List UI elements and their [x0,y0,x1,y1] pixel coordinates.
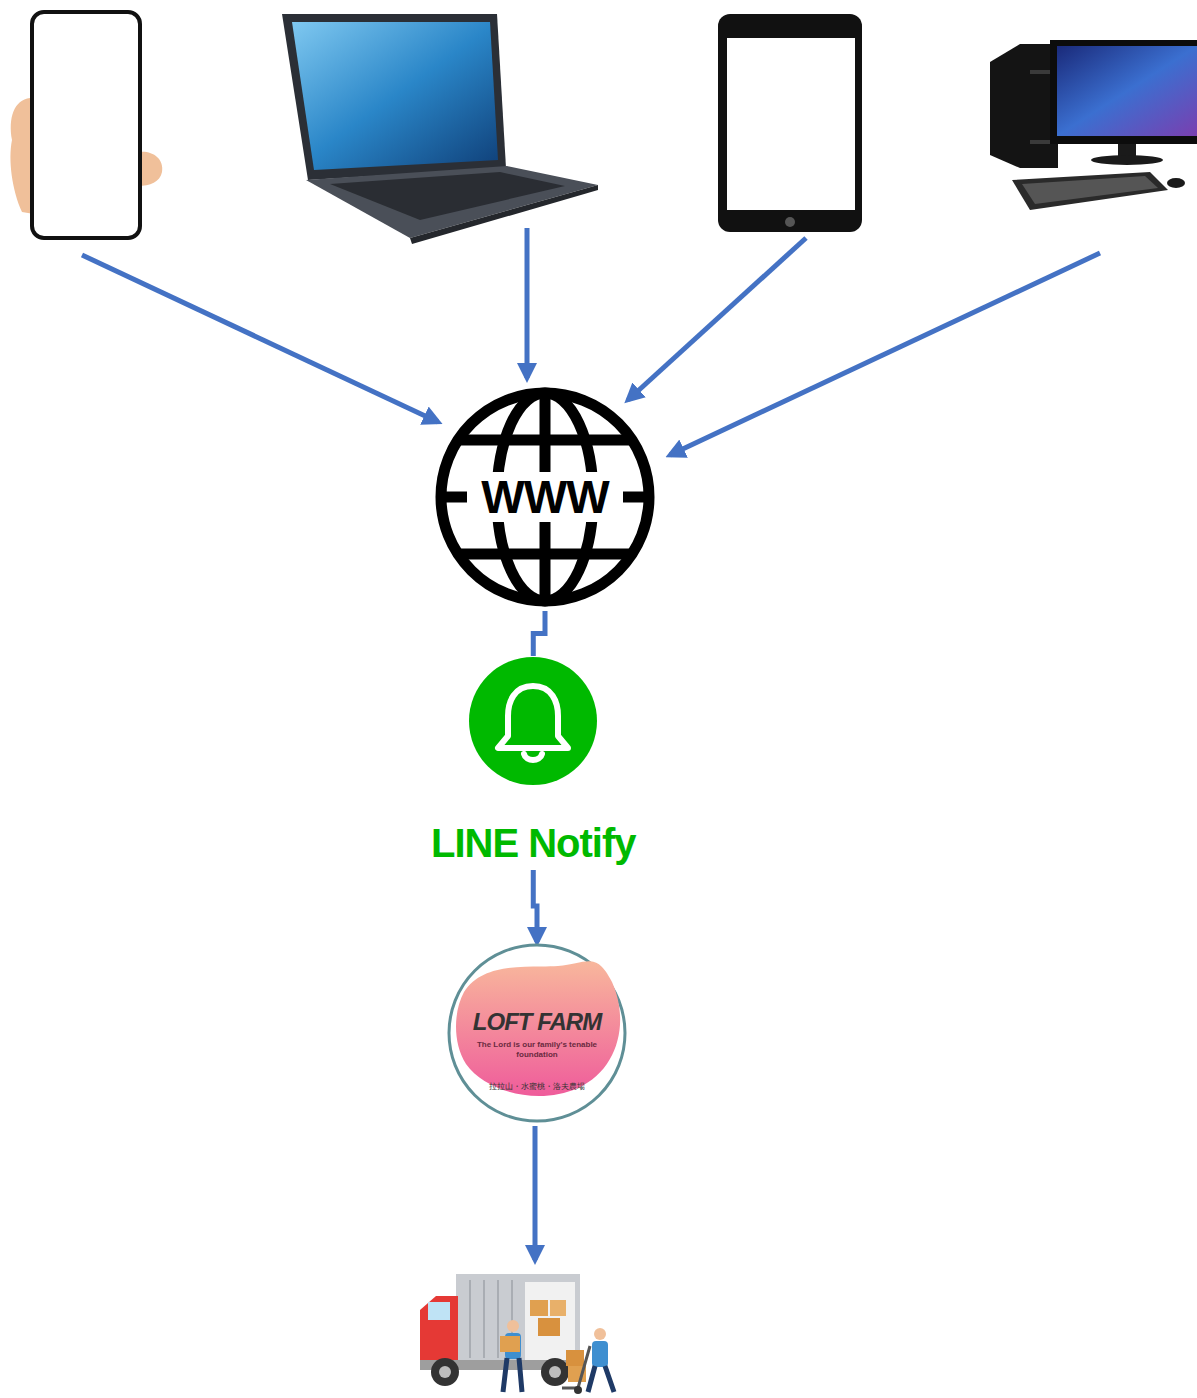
service-label: LINE Notify [431,820,636,866]
brand-subtitle: 拉拉山・水蜜桃・洛夫農場 [489,1082,585,1092]
smartphone [10,12,162,238]
tablet [718,14,862,232]
brand-name: LOFT FARM [473,1008,601,1036]
device-arrows [82,228,1100,1260]
web-node: WWW [431,383,659,611]
globe-label: WWW [477,472,612,522]
bell-icon [468,656,598,786]
flow-connector [533,611,545,656]
farm-logo-node: LOFT FARM The Lord is our family's tenabl… [446,942,628,1124]
brand-tagline: The Lord is our family's tenable foundat… [472,1040,602,1060]
notify-node: LINE Notify [431,656,636,870]
desktop-computer [990,40,1197,210]
flow-connector [533,870,537,942]
delivery-truck [420,1274,614,1394]
laptop [282,14,598,244]
